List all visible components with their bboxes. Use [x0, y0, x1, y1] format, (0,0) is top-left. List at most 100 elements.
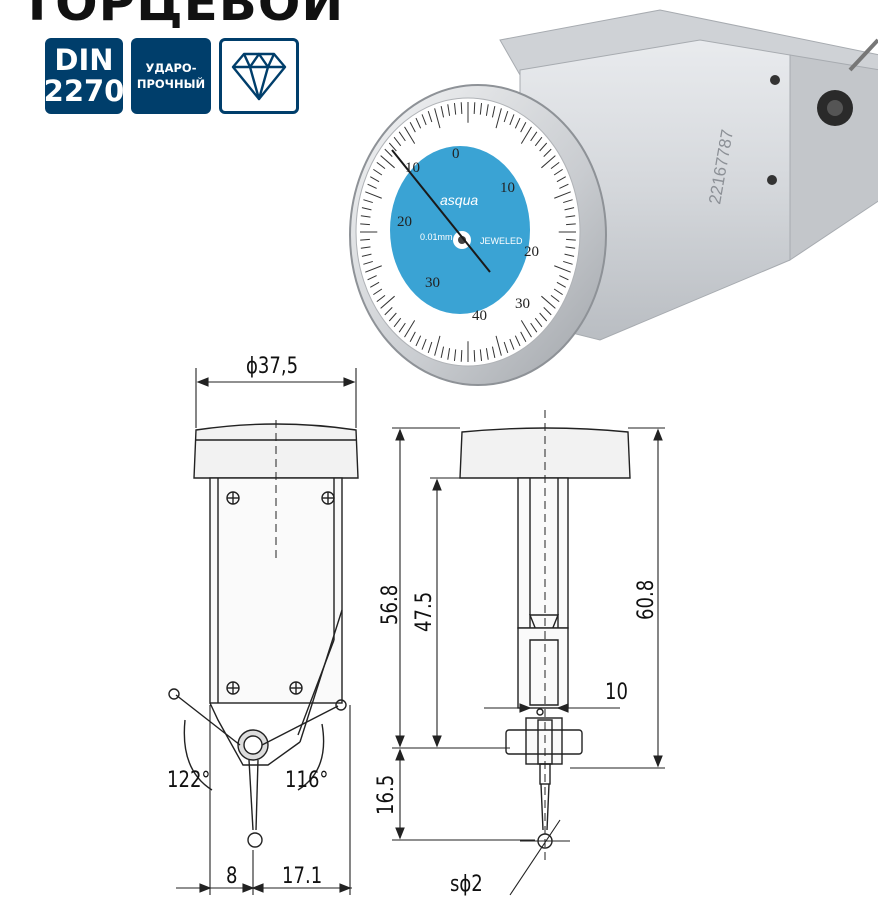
- dimension-width-side: 10: [605, 680, 628, 705]
- dial-number: 10: [405, 160, 420, 176]
- dial-tick: [503, 341, 509, 354]
- dial-tick: [440, 346, 445, 359]
- dial-tick: [398, 131, 406, 142]
- dial-tick: [453, 349, 457, 362]
- dial-ticks: [360, 102, 576, 362]
- dial-tick: [550, 294, 560, 303]
- dial-tick: [541, 155, 556, 169]
- dial-tick: [415, 117, 422, 129]
- dial-tick: [447, 104, 451, 116]
- dial-tick: [367, 275, 377, 281]
- dial-tick: [388, 312, 397, 322]
- dial-tick: [447, 348, 451, 360]
- dial-tick: [553, 168, 563, 176]
- dial-tick: [360, 215, 371, 218]
- dial-tick: [543, 148, 552, 157]
- dimension-total-height-side: 60.8: [634, 579, 659, 620]
- dial-tick: [556, 281, 566, 288]
- dial-tick: [564, 253, 575, 257]
- dial-tick: [541, 295, 556, 309]
- dial-tick: [514, 335, 521, 347]
- dial-tick: [509, 114, 515, 126]
- dial-tick: [550, 161, 560, 170]
- dial-tick: [398, 322, 406, 333]
- dimension-stylus-length: 16.5: [374, 774, 399, 815]
- dial-tick: [563, 260, 573, 265]
- dial-number: 0: [452, 146, 460, 162]
- dial-tick: [380, 295, 395, 309]
- dial-tick: [565, 215, 576, 218]
- dial-tick: [553, 288, 563, 296]
- shockproof-line2: ПРОЧНЫЙ: [136, 77, 206, 91]
- dimension-angle-left: 122°: [167, 768, 211, 793]
- dial-tick: [520, 331, 527, 342]
- dial-jeweled: JEWELED: [480, 236, 523, 246]
- front-dimensions: [176, 368, 357, 895]
- dial-tick: [520, 320, 532, 338]
- dial-tick: [566, 223, 576, 226]
- dial-tick: [473, 350, 476, 362]
- dial-tick: [421, 114, 427, 126]
- dial-tick: [554, 265, 571, 273]
- dial-brand: asqua: [440, 192, 479, 208]
- dial-tick: [384, 307, 393, 316]
- dial-tick: [453, 102, 457, 115]
- dial-tick: [361, 207, 372, 211]
- side-view: [459, 410, 631, 860]
- dial-tick: [554, 191, 571, 199]
- dial-tick: [473, 102, 476, 114]
- dial-tick: [565, 246, 576, 249]
- dimension-offset-left: 8: [226, 864, 238, 889]
- dial-tick: [363, 260, 373, 265]
- dial-tick: [534, 317, 543, 328]
- din-badge: DIN 2270: [44, 38, 124, 114]
- dial-tick: [404, 126, 416, 144]
- dial-tick: [503, 110, 509, 123]
- dial-tick: [409, 331, 416, 342]
- dial-tick: [363, 199, 373, 204]
- dial-tick: [360, 246, 371, 249]
- dial-tick: [393, 317, 402, 328]
- dial-tick: [427, 110, 433, 123]
- dial-tick: [563, 199, 573, 204]
- dial-tick: [434, 335, 441, 356]
- dial-tick: [361, 253, 372, 257]
- dial-tick: [564, 207, 575, 211]
- diamond-badge: [219, 38, 299, 114]
- dimension-body-height: 47.5: [412, 591, 437, 632]
- dial-tick: [370, 281, 380, 288]
- dial-tick: [460, 102, 463, 114]
- dial-tick: [373, 288, 383, 296]
- page-title: ТОРЦЕВОЙ: [20, 0, 345, 32]
- dimension-angle-right: 116°: [285, 768, 329, 793]
- dial-tick: [534, 136, 543, 147]
- dial-tick: [539, 142, 548, 152]
- dial-tick: [556, 176, 566, 183]
- diamond-icon: [231, 52, 287, 101]
- dial-tick: [543, 307, 552, 316]
- dial-tick: [409, 122, 416, 133]
- dial-number: 30: [425, 275, 440, 291]
- dial-tick: [495, 335, 502, 356]
- dial-tick: [479, 102, 483, 115]
- dial-number: 20: [397, 214, 412, 230]
- dial-tick: [530, 131, 538, 142]
- dial-tick: [415, 335, 422, 347]
- dial-tick: [376, 294, 386, 303]
- dimension-total-height-front: 56.8: [378, 584, 403, 625]
- dial-tick: [370, 176, 380, 183]
- dial-tick: [491, 105, 496, 118]
- dial-tick: [520, 122, 527, 133]
- dial-resolution: 0.01mm: [420, 232, 453, 242]
- dial-tick: [530, 322, 538, 333]
- dial-tick: [365, 191, 382, 199]
- dial-tick: [520, 126, 532, 144]
- din-badge-line1: DIN: [54, 43, 114, 77]
- dial-tick: [495, 108, 502, 129]
- side-dimensions: [392, 427, 665, 896]
- dial-tick: [434, 108, 441, 129]
- dial-tick: [360, 238, 370, 241]
- dial-tick: [485, 348, 489, 360]
- dimension-offset-right: 17.1: [282, 864, 323, 889]
